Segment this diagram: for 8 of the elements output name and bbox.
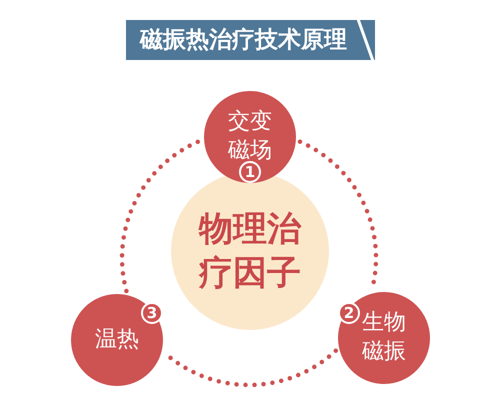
hub-label: 物理治疗因子	[198, 208, 302, 295]
factor-label: 温热	[95, 326, 139, 354]
factor-label: 生物磁振	[360, 309, 407, 366]
number-badge: 2	[338, 302, 360, 324]
number-badge: 1	[239, 161, 261, 183]
dotted-connector	[120, 138, 202, 294]
title-banner: 磁振热治疗技术原理	[126, 20, 375, 60]
number-badge: 3	[141, 302, 163, 324]
